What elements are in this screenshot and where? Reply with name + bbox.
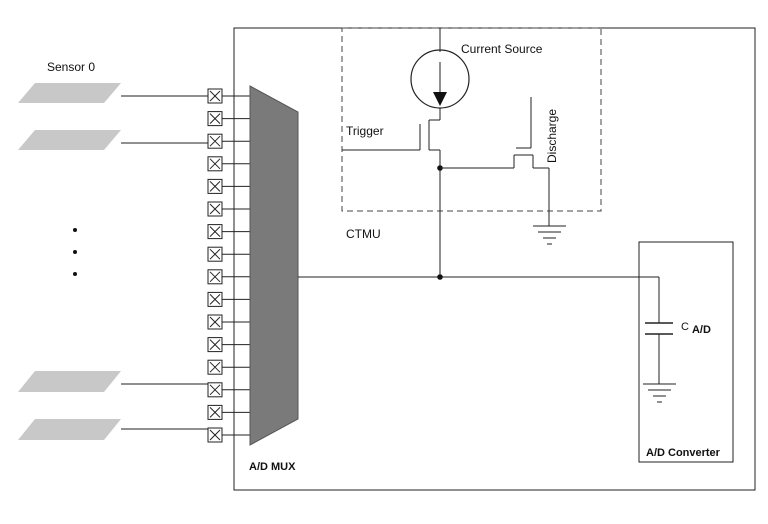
switch-box	[207, 178, 223, 194]
current-source-arrow-head	[433, 92, 447, 106]
discharge-label: Discharge	[545, 109, 559, 163]
ctmu-label: CTMU	[346, 227, 381, 241]
sensor-pad	[18, 371, 121, 392]
mux-label: A/D MUX	[249, 461, 296, 473]
ellipsis-dot	[73, 250, 77, 254]
trigger-label: Trigger	[346, 124, 384, 138]
switch-box	[207, 337, 223, 353]
ctmu-box	[341, 27, 602, 212]
switch-box	[207, 156, 223, 172]
chip-boundary	[233, 27, 756, 491]
sensor-group	[18, 83, 208, 440]
switch-box	[207, 88, 223, 104]
switch-box	[207, 382, 223, 398]
ellipsis-dot	[73, 228, 77, 232]
current-source-label: Current Source	[461, 42, 543, 56]
ad-mux	[249, 85, 299, 446]
sensor-label: Sensor 0	[47, 60, 95, 74]
switch-box	[207, 359, 223, 375]
sensor-pad	[18, 83, 121, 103]
switch-box	[207, 427, 223, 443]
junction-dot	[437, 274, 443, 280]
ground-icon	[643, 383, 676, 403]
adc-box	[638, 241, 734, 463]
switch-box	[207, 111, 223, 127]
ground-icon	[533, 225, 566, 245]
ellipsis-dot	[73, 272, 77, 276]
switch-box	[207, 269, 223, 285]
sensor-pad	[18, 419, 121, 440]
switch-column	[207, 88, 250, 443]
switch-box	[207, 224, 223, 240]
capacitor-label-c: C	[681, 321, 689, 333]
switch-box	[207, 246, 223, 262]
switch-box	[207, 291, 223, 307]
switch-box	[207, 314, 223, 330]
switch-box	[207, 201, 223, 217]
adc-label: A/D Converter	[646, 447, 721, 459]
switch-box	[207, 404, 223, 420]
switch-box	[207, 133, 223, 149]
ellipsis-dots	[73, 228, 77, 276]
capacitor-label-sub: A/D	[692, 324, 711, 336]
sensor-pad	[18, 130, 121, 150]
